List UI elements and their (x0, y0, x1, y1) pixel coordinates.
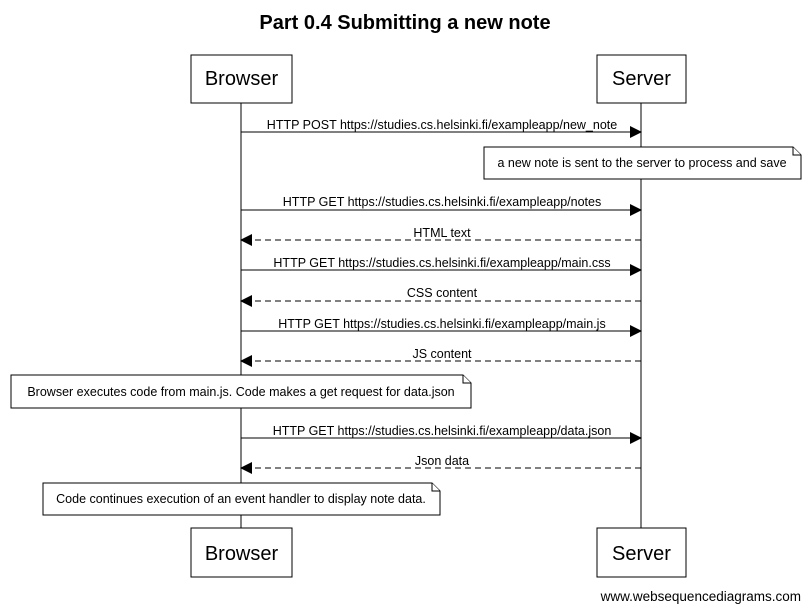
message-post-new-note: HTTP POST https://studies.cs.helsinki.fi… (241, 118, 642, 138)
message-label: CSS content (407, 286, 478, 300)
message-label: HTTP POST https://studies.cs.helsinki.fi… (267, 118, 617, 132)
message-label: Json data (415, 454, 469, 468)
note-event-handler: Code continues execution of an event han… (42, 482, 441, 516)
note-text: Browser executes code from main.js. Code… (27, 385, 454, 399)
message-label: HTML text (413, 226, 471, 240)
actor-browser-label: Browser (205, 543, 279, 565)
actor-server-top: Server (596, 54, 687, 104)
message-label: HTTP GET https://studies.cs.helsinki.fi/… (273, 256, 610, 270)
message-get-notes: HTTP GET https://studies.cs.helsinki.fi/… (241, 195, 642, 216)
actor-browser-label: Browser (205, 68, 279, 90)
message-get-main-css: HTTP GET https://studies.cs.helsinki.fi/… (241, 256, 642, 276)
message-label: HTTP GET https://studies.cs.helsinki.fi/… (278, 317, 605, 331)
message-get-main-js: HTTP GET https://studies.cs.helsinki.fi/… (241, 317, 642, 337)
watermark-link[interactable]: www.websequencediagrams.com (600, 589, 801, 604)
message-html-text: HTML text (240, 226, 641, 246)
message-label: JS content (412, 347, 472, 361)
actor-browser-top: Browser (190, 54, 293, 104)
message-css-content: CSS content (240, 286, 641, 307)
message-get-data-json: HTTP GET https://studies.cs.helsinki.fi/… (241, 424, 642, 444)
note-text: Code continues execution of an event han… (56, 492, 426, 506)
message-label: HTTP GET https://studies.cs.helsinki.fi/… (283, 195, 601, 209)
actor-server-label: Server (612, 68, 671, 90)
message-label: HTTP GET https://studies.cs.helsinki.fi/… (273, 424, 612, 438)
actor-server-label: Server (612, 543, 671, 565)
actor-browser-bottom: Browser (190, 527, 293, 578)
note-browser-executes-main-js: Browser executes code from main.js. Code… (10, 374, 472, 409)
note-server-process: a new note is sent to the server to proc… (483, 146, 802, 180)
actor-server-bottom: Server (596, 527, 687, 578)
message-js-content: JS content (240, 347, 641, 367)
note-text: a new note is sent to the server to proc… (497, 156, 786, 170)
message-json-data: Json data (240, 454, 641, 474)
diagram-title: Part 0.4 Submitting a new note (259, 12, 550, 34)
